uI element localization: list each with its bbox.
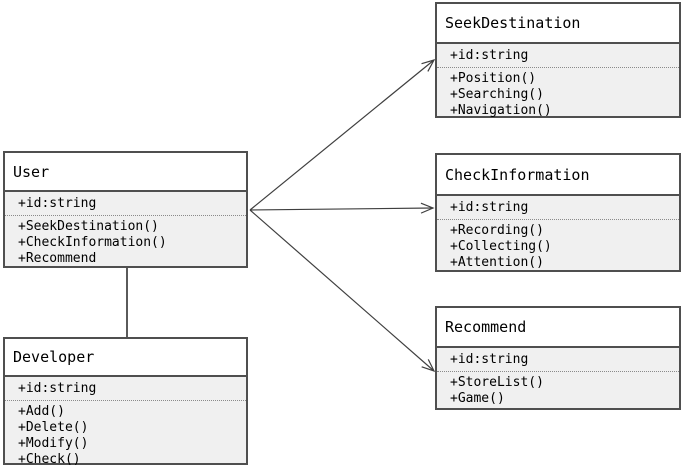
class-method: +Position() — [450, 71, 537, 86]
class-attribute: +id:string — [18, 381, 97, 396]
class-method: +Searching() — [450, 87, 544, 102]
class-method: +Check() — [18, 452, 81, 467]
class-method: +StoreList() — [450, 375, 544, 390]
class-name: Recommend — [437, 308, 679, 348]
class-box-recommend[interactable]: Recommend +id:string +StoreList() +Game(… — [435, 306, 681, 410]
class-method: +Modify() — [18, 436, 89, 451]
class-box-user[interactable]: User +id:string +SeekDestination() +Chec… — [3, 151, 248, 268]
attribute-method-divider — [437, 219, 679, 220]
arrow-user-seekdestination[interactable] — [249, 59, 436, 211]
class-box-developer[interactable]: Developer +id:string +Add() +Delete() +M… — [3, 337, 248, 467]
arrow-user-recommend[interactable] — [249, 209, 436, 373]
class-method: +Game() — [450, 391, 505, 406]
class-method: +SeekDestination() — [18, 219, 159, 234]
class-name: User — [5, 153, 246, 192]
class-name: SeekDestination — [437, 4, 679, 44]
class-attribute: +id:string — [18, 196, 97, 211]
class-attribute: +id:string — [450, 200, 529, 215]
class-box-checkinformation[interactable]: CheckInformation +id:string +Recording()… — [435, 153, 681, 272]
class-name: Developer — [5, 339, 246, 377]
arrow-user-checkinformation[interactable] — [249, 202, 435, 214]
class-attribute: +id:string — [450, 48, 529, 63]
attribute-method-divider — [5, 215, 246, 216]
class-attribute: +id:string — [450, 352, 529, 367]
class-box-seekdestination[interactable]: SeekDestination +id:string +Position() +… — [435, 2, 681, 118]
class-method: +Recommend — [18, 251, 97, 266]
class-method: +Navigation() — [450, 103, 552, 118]
attribute-method-divider — [437, 67, 679, 68]
class-method: +CheckInformation() — [18, 235, 167, 250]
class-name: CheckInformation — [437, 155, 679, 196]
class-method: +Recording() — [450, 223, 544, 238]
attribute-method-divider — [437, 371, 679, 372]
class-method: +Delete() — [18, 420, 89, 435]
class-method: +Collecting() — [450, 239, 552, 254]
attribute-method-divider — [5, 400, 246, 401]
class-method: +Attention() — [450, 255, 544, 270]
class-method: +Add() — [18, 404, 65, 419]
